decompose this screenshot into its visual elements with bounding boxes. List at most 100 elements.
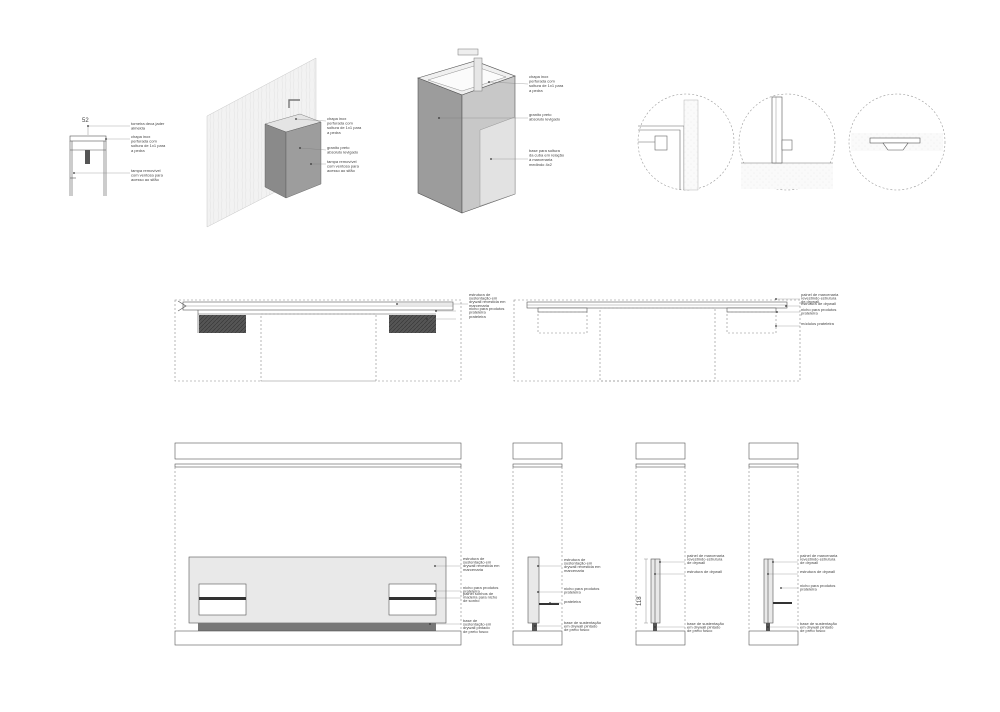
annotation-note: módulos prateleira bbox=[801, 321, 835, 326]
annotation-line: revestindo estrutura bbox=[801, 296, 837, 301]
annotation-line: tampa removível bbox=[327, 159, 357, 164]
annotation-line: marcenaria bbox=[469, 303, 490, 308]
annotation-line: drywall revestida em bbox=[469, 299, 506, 304]
annotation-line: de sonho bbox=[463, 598, 480, 603]
annotation-line: absoluto levigado bbox=[529, 117, 561, 122]
annotation-line: estrutura de drywall bbox=[801, 301, 836, 306]
annotation-line: revestindo estrutura bbox=[687, 557, 723, 562]
annotation-line: prateleira bbox=[469, 314, 486, 319]
annotation-line: drywall revestida em bbox=[463, 563, 500, 568]
annotation-line: nicho para produtos bbox=[800, 583, 835, 588]
faucet-icon bbox=[288, 99, 300, 108]
cabinet-right-face bbox=[285, 121, 322, 199]
annotation-line: da cuba em relação bbox=[529, 153, 565, 158]
annotation-line: perfurada com bbox=[131, 139, 157, 144]
large-left-face bbox=[417, 77, 463, 214]
countertop-section bbox=[69, 135, 107, 142]
large-door-panel bbox=[479, 116, 516, 207]
annotation-line: tampa removível bbox=[131, 168, 161, 173]
annotation-line: soltura de 1x1 para bbox=[131, 143, 166, 148]
annotation-line: perfurada com bbox=[327, 121, 353, 126]
faucet-spout bbox=[457, 48, 479, 56]
annotation-line: acesso ao sifão bbox=[327, 168, 356, 173]
annotation-line: chapa inox bbox=[327, 116, 346, 121]
annotation-note: prateleira bbox=[469, 314, 486, 319]
annotation-line: perfurada com bbox=[529, 79, 555, 84]
annotation-line: revestindo estrutura bbox=[800, 557, 836, 562]
annotation-line: painel de marcenaria bbox=[687, 553, 725, 558]
annotation-line: prateleira bbox=[800, 587, 817, 592]
faucet-icon bbox=[473, 57, 483, 92]
annotation-line: absoluto levigado bbox=[327, 150, 359, 155]
annotation-line: em drywall pintado bbox=[564, 624, 598, 629]
annotation-line: de drywall bbox=[687, 560, 705, 565]
niche-left bbox=[199, 315, 246, 333]
annotation-line: medindo 4x2 bbox=[529, 162, 553, 167]
annotation-line: granito preto bbox=[529, 112, 552, 117]
annotation-line: de preto fosco bbox=[687, 628, 713, 633]
annotation-line: estrutura de bbox=[463, 556, 485, 561]
annotation-line: nicho para produtos bbox=[469, 306, 504, 311]
annotation-line: nicho para produtos bbox=[801, 307, 836, 312]
annotation-line: soltura de 1x1 para bbox=[327, 125, 362, 130]
annotation-line: soltura de 1x1 para bbox=[529, 83, 564, 88]
annotation-line: a pedra bbox=[529, 88, 543, 93]
detail-circle-3 bbox=[848, 93, 946, 191]
annotation-line: em drywall pintado bbox=[800, 625, 834, 630]
annotation-line: a pedra bbox=[131, 148, 145, 153]
annotation-line: prateleira bbox=[564, 590, 581, 595]
annotation-line: painel sonhos de bbox=[463, 591, 494, 596]
annotation-line: marcenaria bbox=[564, 568, 585, 573]
annotation-line: drywall revestida em bbox=[564, 564, 601, 569]
annotation-line: de drywall bbox=[800, 560, 818, 565]
vanity-base bbox=[198, 623, 436, 631]
annotation-line: marcenaria bbox=[463, 567, 484, 572]
annotation-line: granito preto bbox=[327, 145, 350, 150]
annotation-line: prateleira bbox=[801, 311, 818, 316]
annotation-line: base para soltura bbox=[529, 148, 561, 153]
annotation-line: chapa inox bbox=[131, 134, 150, 139]
annotation-line: nicho para produtos bbox=[564, 586, 599, 591]
annotation-line: de preto fosco bbox=[564, 627, 590, 632]
annotation-line: sustentação em bbox=[463, 560, 492, 565]
annotation-line: à marcenaria bbox=[529, 157, 553, 162]
annotation-line: de preto fosco bbox=[800, 628, 826, 633]
niche-right bbox=[389, 315, 436, 333]
annotation-line: chapa inox bbox=[529, 74, 548, 79]
annotation-line: base de sustentação bbox=[800, 621, 838, 626]
detail-circle-2 bbox=[738, 93, 836, 191]
annotation-note: estrutura de drywall bbox=[800, 569, 835, 574]
annotation-note: estrutura de drywall bbox=[801, 301, 836, 306]
annotation-line: almeida bbox=[131, 126, 146, 131]
annotation-line: de preto fosco bbox=[463, 629, 489, 634]
drain-siphon bbox=[85, 150, 90, 164]
annotation-line: a pedra bbox=[327, 130, 341, 135]
height-dimension: 118 bbox=[637, 596, 643, 606]
annotation-line: drywall pintado bbox=[463, 625, 490, 630]
